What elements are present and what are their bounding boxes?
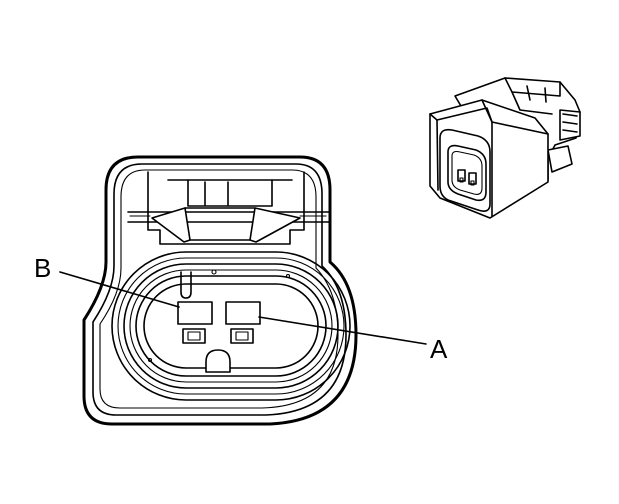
callout-label-a: A xyxy=(430,334,448,364)
callout-a-group: A xyxy=(258,316,448,364)
keying-rib xyxy=(205,349,231,373)
front-terminal-plug xyxy=(447,144,487,202)
connector-face-view xyxy=(82,155,358,426)
housing-outline xyxy=(82,155,358,426)
callout-label-b: B xyxy=(34,253,51,283)
locking-latch xyxy=(127,171,331,245)
terminal-a xyxy=(225,301,261,344)
terminal-b xyxy=(177,301,213,344)
leader-line-b xyxy=(59,271,180,308)
locator-post xyxy=(180,269,217,299)
leader-line-a xyxy=(258,316,427,345)
housing-rim xyxy=(99,169,339,409)
connector-3d-view xyxy=(429,77,581,219)
callout-b-group: B xyxy=(34,253,180,308)
housing-inner-outline xyxy=(92,163,347,416)
